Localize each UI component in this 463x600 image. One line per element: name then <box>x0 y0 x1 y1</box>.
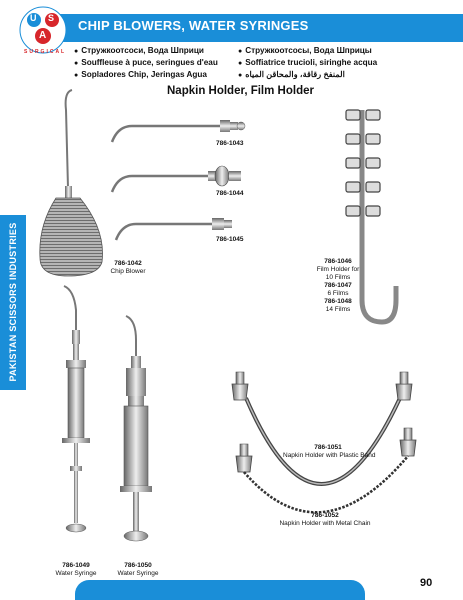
product-desc: Napkin Holder with Plastic Band <box>283 452 376 459</box>
product-desc: Film Holder for <box>316 266 360 273</box>
logo-letter-s: S <box>48 13 55 23</box>
product-code: 786-1047 <box>324 282 352 289</box>
header-bar <box>40 14 463 42</box>
tip-1045 <box>114 218 232 241</box>
section-title: Napkin Holder, Film Holder <box>167 85 314 97</box>
label-1050: 786-1050 Water Syringe <box>116 562 160 578</box>
label-1051: 786-1051 Napkin Holder with Plastic Band <box>283 444 376 460</box>
product-code: 786-1044 <box>216 190 244 197</box>
product-code: 786-1042 <box>114 260 142 267</box>
product-code: 786-1052 <box>311 512 339 519</box>
product-desc: Napkin Holder with Metal Chain <box>279 520 371 527</box>
product-code: 786-1046 <box>324 258 352 265</box>
water-syringe-1049 <box>62 285 90 533</box>
product-desc: Water Syringe <box>55 570 97 577</box>
water-syringe-1050 <box>120 315 152 542</box>
side-bar <box>0 215 26 390</box>
lang-line: المنفخ رقاقة، والمحاقن المياه <box>245 70 345 79</box>
napkin-holder-metal-chain <box>235 427 417 514</box>
product-code: 786-1048 <box>324 298 352 305</box>
film-holder <box>345 109 399 325</box>
product-desc: Water Syringe <box>117 570 159 577</box>
chip-blower-1042 <box>39 89 103 277</box>
product-code: 786-1045 <box>216 236 244 243</box>
footer-bar <box>75 580 365 600</box>
lang-line: Sopladores Chip, Jeringas Agua <box>81 70 207 79</box>
languages-right: ●Стружкоотсосы, Вода Шприцы ●Soffiatrice… <box>238 46 378 79</box>
logo-letter-u: U <box>30 13 37 23</box>
tip-1044 <box>110 165 241 193</box>
languages-left: ●Стружкоотсоси, Вода Шприци ●Souffleuse … <box>74 46 218 79</box>
label-1049: 786-1049 Water Syringe <box>54 562 98 578</box>
napkin-holder-plastic-band <box>231 371 413 486</box>
product-code: 786-1051 <box>314 444 342 451</box>
page-title: CHIP BLOWERS, WATER SYRINGES <box>78 18 309 33</box>
label-1042: 786-1042 Chip Blower <box>108 260 148 276</box>
tip-1043 <box>110 120 246 143</box>
product-code: 786-1043 <box>216 140 244 147</box>
product-desc: 10 Films <box>325 274 351 281</box>
logo-arc-text: SURGICAL <box>24 49 67 55</box>
lang-line: Souffleuse à puce, seringues d'eau <box>81 58 218 67</box>
product-code: 786-1049 <box>62 562 90 569</box>
label-1052: 786-1052 Napkin Holder with Metal Chain <box>279 512 371 528</box>
lang-line: Стружкоотсосы, Вода Шприцы <box>245 46 372 55</box>
product-desc: 6 Films <box>327 290 349 297</box>
page-number: 90 <box>420 577 433 589</box>
logo-letter-a: A <box>39 30 47 41</box>
label-film-holder: 786-1046 Film Holder for 10 Films 786-10… <box>308 258 368 314</box>
product-code: 786-1050 <box>124 562 152 569</box>
product-desc: Chip Blower <box>110 268 146 275</box>
lang-line: Soffiatrice trucioli, siringhe acqua <box>245 58 378 67</box>
product-desc: 14 Films <box>325 306 351 313</box>
lang-line: Стружкоотсоси, Вода Шприци <box>81 46 204 55</box>
